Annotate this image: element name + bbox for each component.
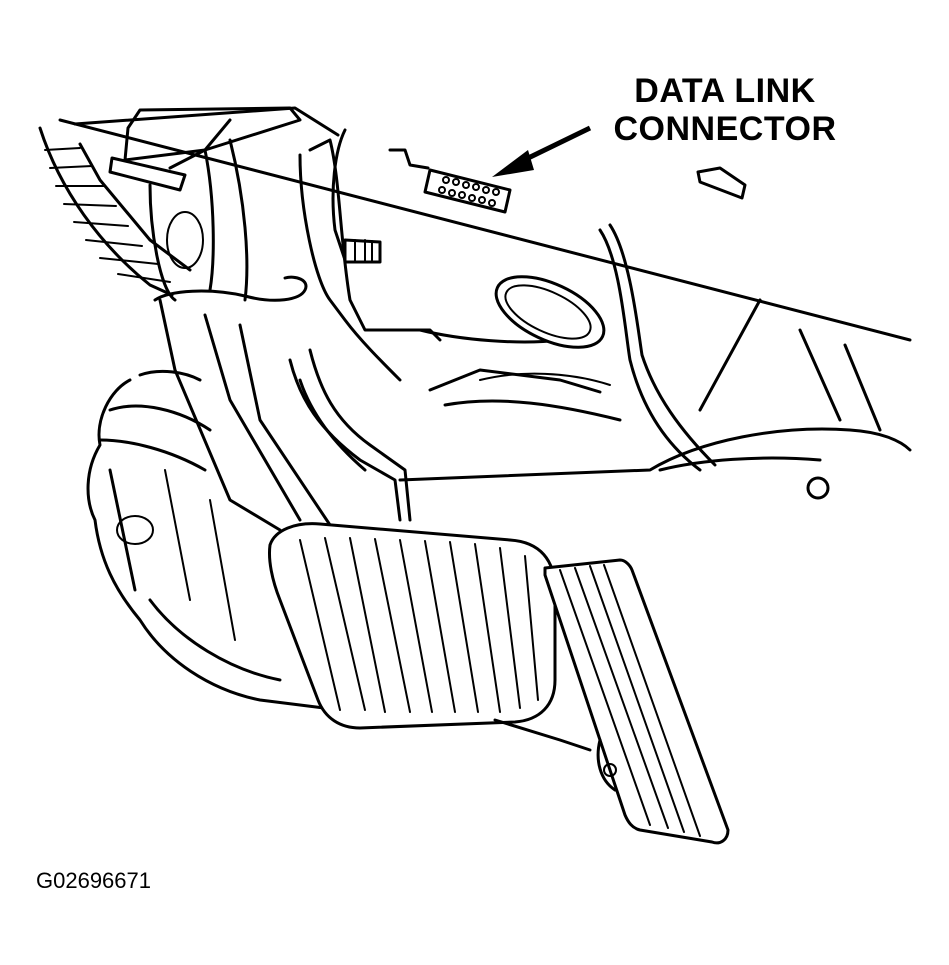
brake-housing: [86, 369, 342, 712]
grommet: [494, 275, 606, 349]
figure-id: G02696671: [36, 868, 151, 893]
floor-panel: [398, 223, 912, 500]
brake-pedal-pad: [268, 522, 557, 730]
pedal-bracket: [153, 128, 442, 532]
callout-line-2: CONNECTOR: [613, 110, 837, 148]
callout-line-1: DATA LINK: [634, 72, 816, 110]
bracket-tab: [696, 166, 747, 200]
callout-arrow: [492, 125, 592, 177]
callout-label: DATA LINK CONNECTOR: [560, 72, 890, 148]
accelerator-pedal: [493, 558, 730, 845]
data-link-connector: [388, 148, 512, 214]
dashboard-panel: [38, 106, 912, 342]
